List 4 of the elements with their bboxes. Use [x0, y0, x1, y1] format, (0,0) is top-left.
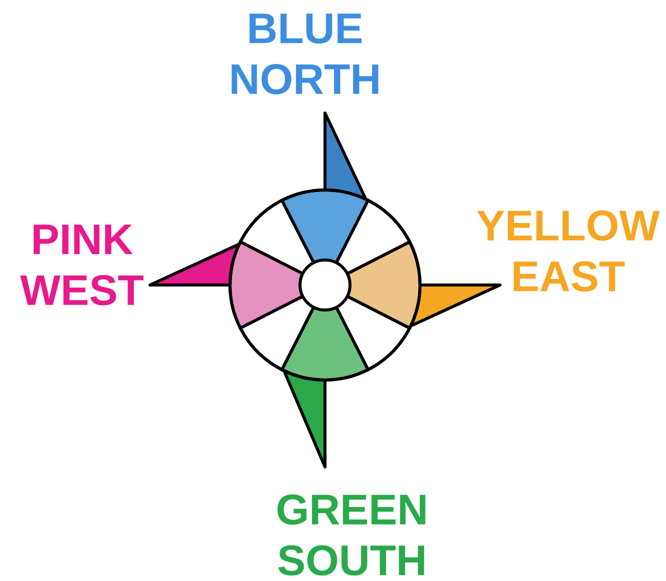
direction-label: YELLOW EAST [477, 210, 660, 292]
direction-label: BLUE NORTH [232, 14, 378, 94]
direction-label: PINK WEST [20, 224, 144, 306]
direction-label: GREEN SOUTH [278, 494, 426, 576]
